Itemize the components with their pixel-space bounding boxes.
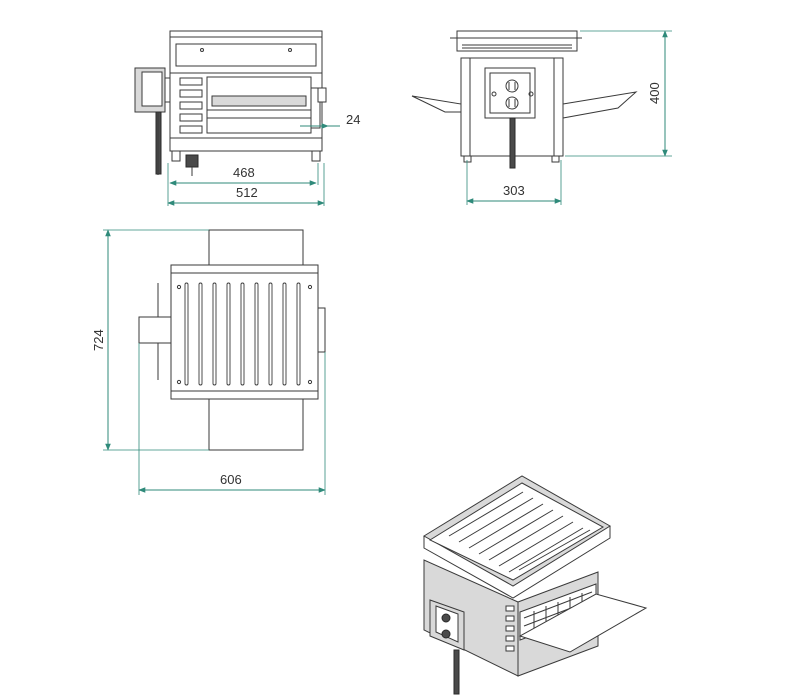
top-slots	[184, 282, 301, 386]
isometric-view	[423, 475, 648, 695]
button-column	[179, 77, 203, 134]
front-view	[134, 30, 327, 176]
iso-buttons	[505, 605, 515, 652]
dim-468: 468	[233, 165, 255, 180]
dim-24: 24	[346, 112, 360, 127]
dim-512: 512	[236, 185, 258, 200]
side-dimensions: 303 400	[466, 30, 672, 205]
dim-303: 303	[503, 183, 525, 198]
dim-400: 400	[647, 82, 662, 104]
top-dimensions: 724 606	[91, 229, 326, 495]
front-dimensions: 468 512 24	[167, 112, 360, 206]
top-view	[138, 229, 326, 451]
dim-724: 724	[91, 329, 106, 351]
dim-606: 606	[220, 472, 242, 487]
iso-slots	[448, 491, 591, 573]
side-view	[411, 30, 638, 169]
